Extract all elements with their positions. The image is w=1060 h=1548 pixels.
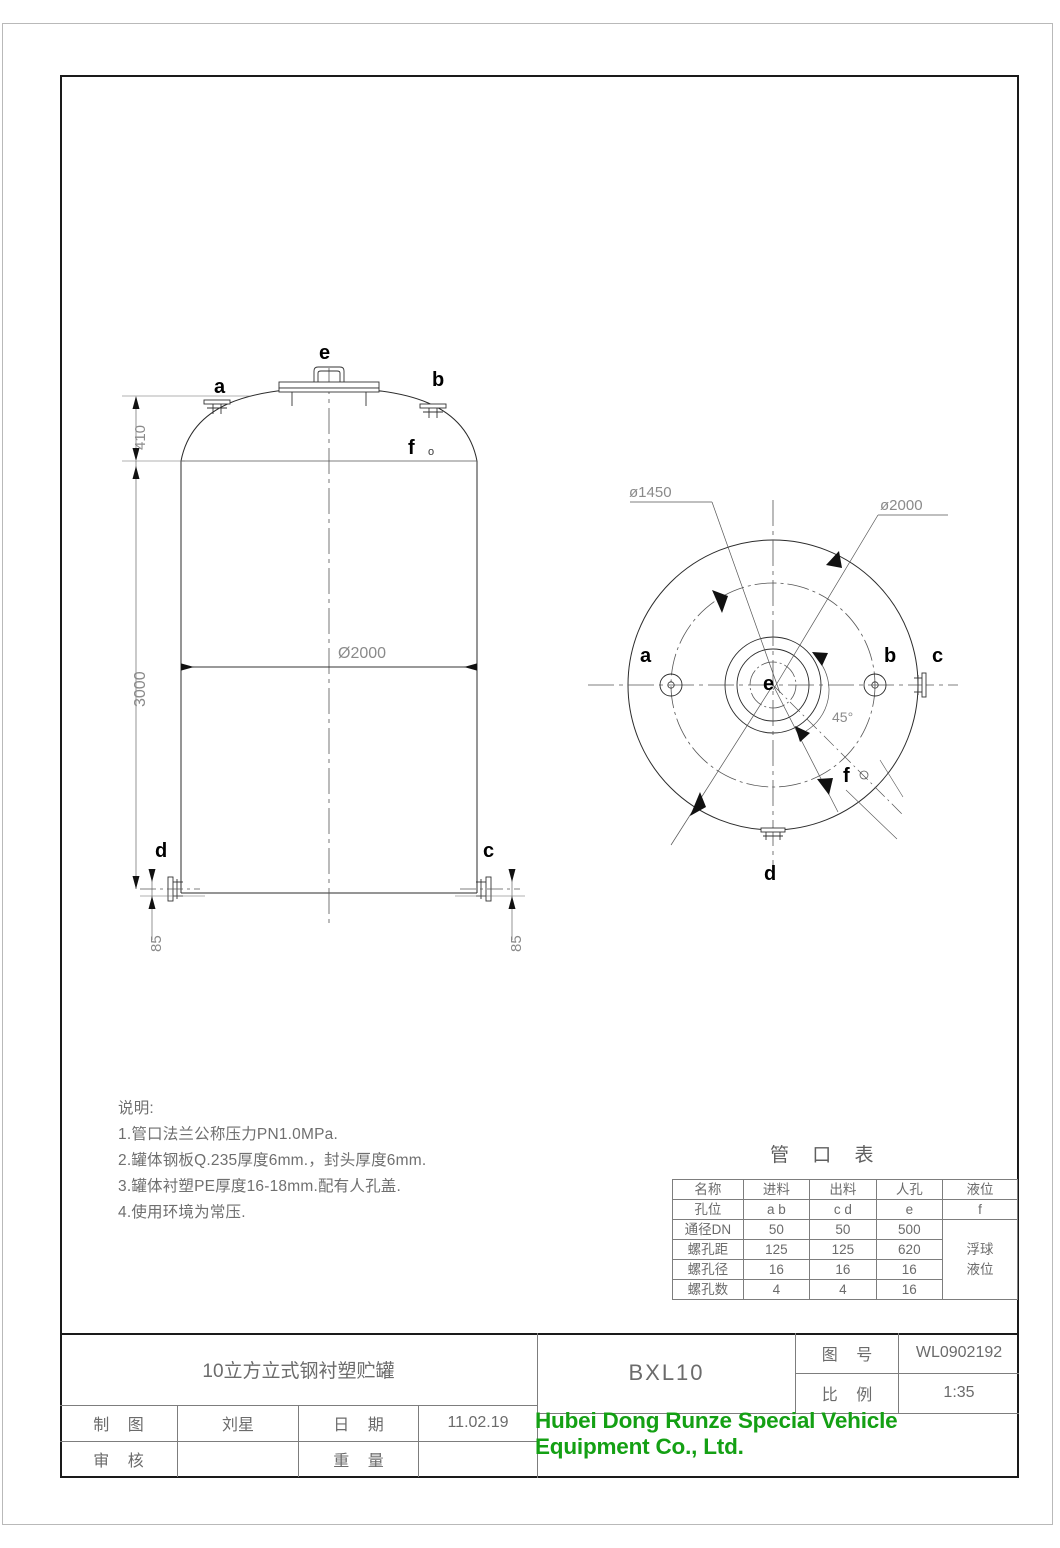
cell-inlet-pos: a b [742,1199,811,1220]
table-row: 名称 进料 出料 人孔 液位 [672,1179,1018,1200]
plan-label-a: a [640,645,652,667]
scale-label: 比 例 [821,1387,880,1404]
note-item-3: 3.罐体衬塑PE厚度16-18mm.配有人孔盖. [118,1178,401,1195]
drawn-label: 制 图 [93,1417,151,1434]
table-row: 螺孔数 4 4 16 [672,1279,1018,1300]
dim-bottom-left: 85 [148,935,165,952]
table-row: 螺孔距 125 125 620 [672,1239,1018,1260]
cell-outlet-pitch: 125 [809,1239,877,1260]
elevation-label-c: c [483,840,495,862]
title-block-divider-h3 [795,1373,1019,1374]
elevation-label-d: d [155,840,168,862]
product-name: 10立方立式钢衬塑贮罐 [202,1360,395,1382]
title-block-divider-h4 [537,1413,1019,1414]
cell-level-name: 液位 [942,1179,1018,1200]
cell-manhole-holedia: 16 [875,1259,944,1280]
cell-inlet-pitch: 125 [742,1239,811,1260]
cell-pitch-label: 螺孔距 [672,1239,744,1260]
cell-outlet-name: 出料 [809,1179,877,1200]
cell-inlet-holedia: 16 [742,1259,811,1280]
dim-shell-height: 3000 [132,671,149,707]
checked-value [178,1441,298,1477]
elevation-label-e: e [319,342,331,364]
plan-label-d: d [764,863,777,885]
elevation-label-f: f [408,437,415,459]
plan-label-c: c [932,645,944,667]
elevation-label-a: a [214,376,226,398]
elevation-label-b: b [432,369,445,391]
level-merged-line1: 浮球 [966,1241,994,1257]
table-row: 孔位 a b c d e f [672,1199,1018,1220]
weight-value [419,1441,537,1477]
cell-holecount-label: 螺孔数 [672,1279,744,1300]
plan-label-f: f [843,765,850,787]
cell-inlet-dn: 50 [742,1219,811,1240]
cell-dn-label: 通径DN [672,1219,744,1240]
level-merged-line2: 液位 [966,1261,994,1277]
note-item-4: 4.使用环境为常压. [118,1204,246,1221]
note-item-1: 1.管口法兰公称压力PN1.0MPa. [118,1126,338,1143]
cell-manhole-pos: e [875,1199,944,1220]
cell-level-merged: 浮球 液位 [942,1219,1018,1300]
model-number: BXL10 [628,1360,705,1385]
drawn-value: 刘星 [221,1417,254,1434]
table-row: 螺孔径 16 16 16 [672,1259,1018,1280]
cell-outlet-pos: c d [809,1199,877,1220]
plan-label-e: e [763,673,775,695]
cell-holedia-label: 螺孔径 [672,1259,744,1280]
cell-outlet-holecount: 4 [809,1279,877,1300]
scale-value: 1:35 [943,1384,975,1401]
cell-pos-label: 孔位 [672,1199,744,1220]
weight-label: 重 量 [333,1453,391,1470]
cell-outlet-dn: 50 [809,1219,877,1240]
cell-manhole-name: 人孔 [875,1179,944,1200]
nozzle-table-title: 管 口 表 [770,1145,883,1166]
title-block-divider-v1 [177,1405,178,1477]
title-block-divider-v4 [537,1333,538,1478]
dim-bottom-right: 85 [508,935,525,952]
cell-outlet-holedia: 16 [809,1259,877,1280]
note-item-2: 2.罐体钢板Q.235厚度6mm.，封头厚度6mm. [118,1152,427,1169]
table-row: 通径DN 50 50 500 浮球 液位 [672,1219,1018,1300]
date-value: 11.02.19 [447,1414,509,1431]
dim-plan-outer: ø2000 [880,497,923,514]
checked-label: 审 核 [93,1453,151,1470]
cell-inlet-holecount: 4 [742,1279,811,1300]
notes-block: 说明: 1.管口法兰公称压力PN1.0MPa. 2.罐体钢板Q.235厚度6mm… [118,1096,538,1226]
cell-level-pos: f [942,1199,1018,1220]
cell-name-label: 名称 [672,1179,744,1200]
drawing-no-value: WL0902192 [915,1344,1003,1361]
company-name: Hubei Dong Runze Special Vehicle Equipme… [535,1408,898,1459]
dim-tank-diameter: Ø2000 [338,645,387,662]
nozzle-table: 名称 进料 出料 人孔 液位 孔位 a b c d e f 通径DN 50 50… [672,1179,1018,1300]
drawing-no-label: 图 号 [821,1347,880,1364]
dim-bolt-circle: ø1450 [629,484,672,501]
dim-head-height: 410 [132,424,149,450]
cell-manhole-holecount: 16 [875,1279,944,1300]
cell-inlet-name: 进料 [742,1179,811,1200]
date-label: 日 期 [333,1417,391,1434]
notes-heading: 说明: [118,1100,154,1117]
title-block-divider-v2 [298,1405,299,1477]
page-border [2,23,1053,1525]
cell-manhole-dn: 500 [875,1219,944,1240]
elevation-label-f-sub: o [428,446,435,458]
dim-angle-45: 45° [832,709,854,725]
plan-label-b: b [884,645,897,667]
cell-manhole-pitch: 620 [875,1239,944,1260]
title-block-divider-v3 [418,1405,419,1477]
